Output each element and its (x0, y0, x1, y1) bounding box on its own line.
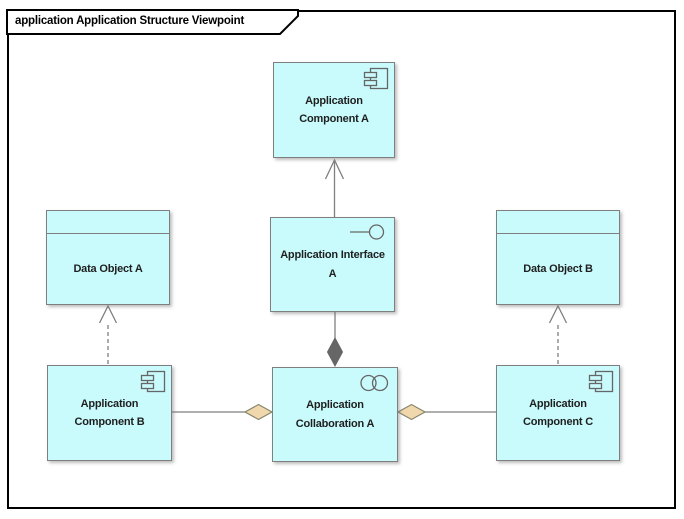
component-icon (363, 67, 389, 90)
data-object-header-bar (47, 211, 169, 234)
relationship-composition-collaboration-a-to-interface-a[interactable] (326, 312, 344, 368)
relationship-serving-interface-a-to-component-a[interactable] (324, 158, 345, 217)
relationship-aggregation-collaboration-a-to-component-c[interactable] (396, 403, 496, 421)
frame-title-tab: application Application Structure Viewpo… (6, 9, 306, 36)
node-data-object-a[interactable]: Data Object A (46, 210, 170, 305)
node-application-component-a[interactable]: Application Component A (273, 62, 395, 158)
diagram-title: application Application Structure Viewpo… (15, 15, 245, 27)
node-label: Application Interface A (280, 249, 385, 280)
component-icon (588, 370, 614, 393)
node-data-object-b[interactable]: Data Object B (496, 210, 620, 305)
node-application-interface-a[interactable]: Application Interface A (270, 217, 395, 312)
node-application-collaboration-a[interactable]: Application Collaboration A (272, 367, 398, 462)
node-label: Application Component C (523, 397, 593, 428)
frame-title-tab-shape (6, 9, 299, 35)
interface-icon (350, 224, 385, 240)
node-label: Application Component B (74, 397, 145, 428)
node-label: Application Component A (299, 94, 369, 125)
node-application-component-c[interactable]: Application Component C (496, 365, 620, 461)
component-icon (140, 370, 166, 393)
relationship-access-component-c-to-data-object-b[interactable] (548, 304, 568, 364)
node-label: Application Collaboration A (295, 399, 375, 430)
collaboration-icon (360, 374, 389, 392)
node-label: Data Object B (523, 262, 593, 275)
node-application-component-b[interactable]: Application Component B (47, 365, 172, 461)
relationship-access-component-b-to-data-object-a[interactable] (98, 304, 118, 364)
data-object-header-bar (497, 211, 619, 234)
node-label: Data Object A (73, 262, 143, 275)
relationship-aggregation-collaboration-a-to-component-b[interactable] (172, 403, 274, 421)
